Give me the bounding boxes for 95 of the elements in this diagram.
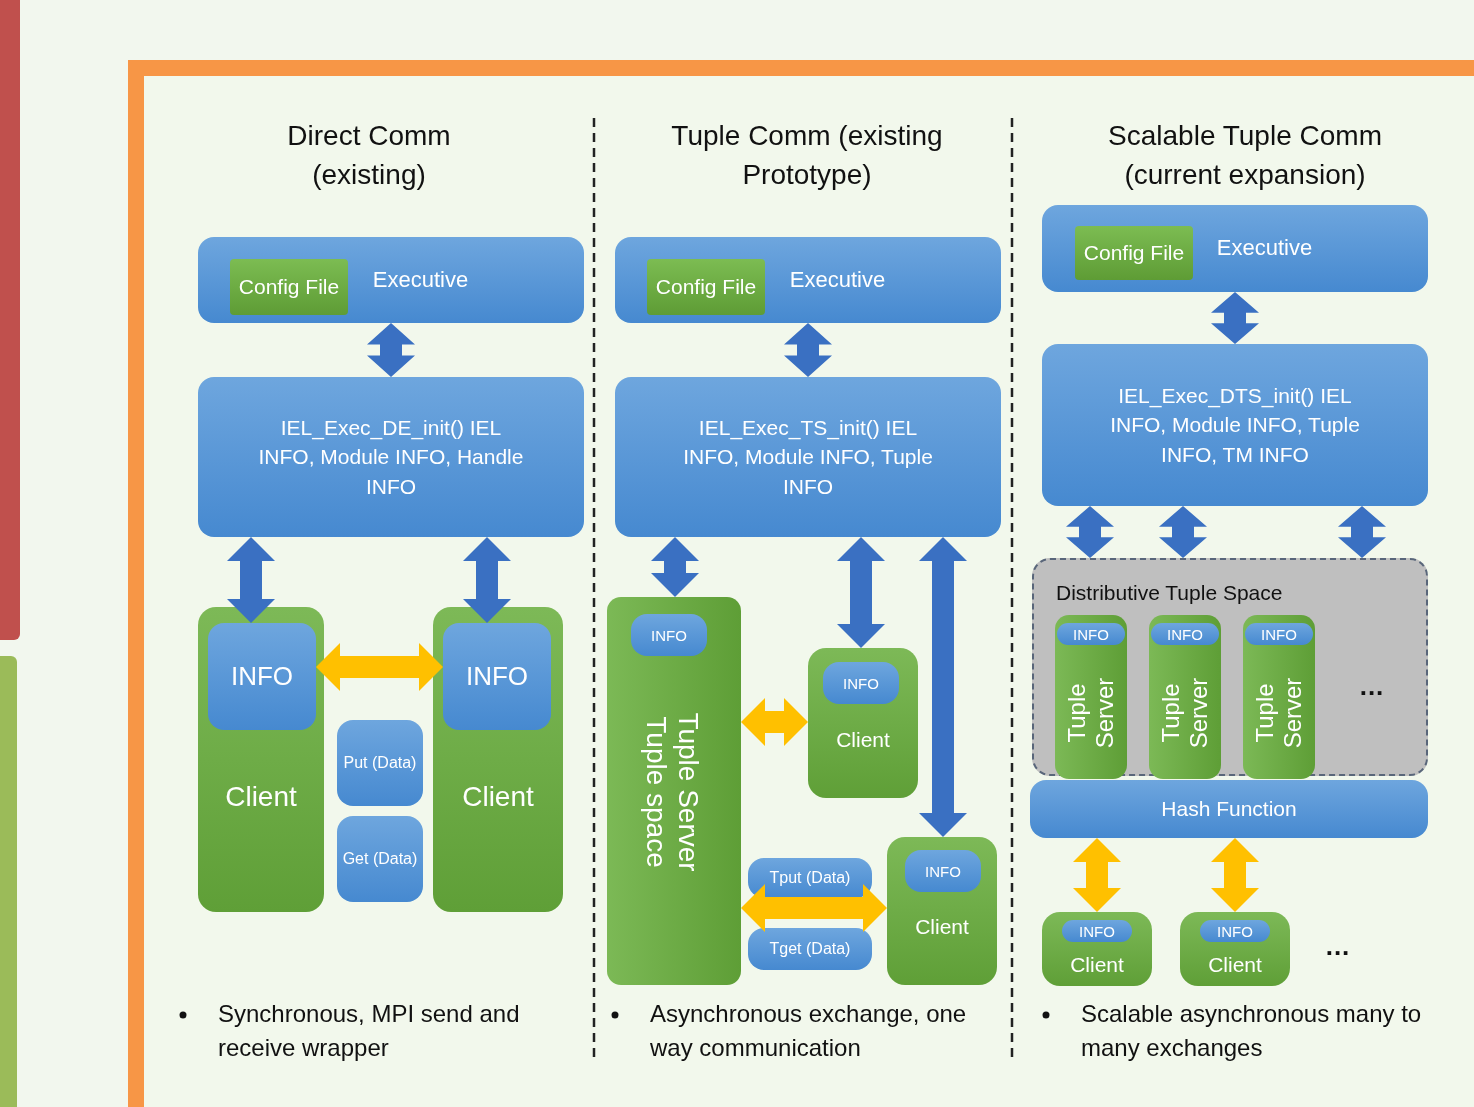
client-box (1180, 912, 1290, 986)
client-box (1042, 912, 1152, 986)
double-arrow (1211, 292, 1259, 344)
put-data-box (337, 720, 423, 806)
info-box (1062, 920, 1132, 942)
box-text: Client (462, 780, 534, 815)
config-file-box (1075, 226, 1193, 280)
executive-box (615, 237, 1001, 323)
get-data-box (337, 816, 423, 902)
double-arrow (784, 323, 832, 377)
box-text: Hash Function (1161, 796, 1297, 823)
info-box (1151, 623, 1219, 645)
init-box (198, 377, 584, 537)
box-text: Config File (1083, 240, 1185, 267)
tput-data-box (748, 858, 872, 898)
box-text: Put (Data) (343, 752, 417, 773)
info-box (823, 662, 899, 704)
double-arrow (1211, 838, 1259, 912)
client-box (887, 837, 997, 985)
box-text: Executive (372, 265, 469, 294)
box-text: INFO (465, 660, 529, 694)
info-box (1057, 623, 1125, 645)
column-heading: Scalable Tuple Comm (current expansion) (1107, 119, 1383, 193)
box-text: INFO (1167, 624, 1203, 645)
double-arrow (316, 643, 443, 691)
double-arrow (1159, 506, 1207, 558)
ellipsis-text: ... (1358, 670, 1386, 703)
box-text: IEL_Exec_TS_init() IEL INFO, Module INFO, Tuple INFO (682, 414, 934, 500)
double-arrow (837, 537, 885, 648)
box-text: Tput (Data) (769, 867, 851, 888)
client-box (808, 648, 918, 798)
tuple-server-box (1243, 615, 1315, 779)
info-box (1245, 623, 1313, 645)
tuple-server-box (1149, 615, 1221, 779)
box-text: Tuple Server (1251, 676, 1307, 751)
executive-box (1042, 205, 1428, 292)
ellipsis-text: ... (1324, 930, 1352, 963)
box-text: INFO (1073, 624, 1109, 645)
config-file-box (647, 259, 765, 315)
box-text: IEL_Exec_DE_init() IEL INFO, Module INFO, Handle INFO (258, 414, 524, 500)
double-arrow (367, 323, 415, 377)
double-arrow (1338, 506, 1386, 558)
tuple-space-region (1032, 558, 1428, 776)
box-text: Tuple Server (672, 712, 705, 872)
box-text: Client (1208, 952, 1262, 979)
double-arrow (651, 537, 699, 597)
box-text: INFO (1079, 921, 1115, 942)
init-box (1042, 344, 1428, 506)
box-text: Tuple space (640, 716, 672, 868)
box-text: Client (1070, 952, 1124, 979)
tuple-server-box (1055, 615, 1127, 779)
box-text: Client (836, 727, 890, 754)
executive-box (198, 237, 584, 323)
box-text: Distributive Tuple Space (1056, 580, 1283, 607)
box-text: Executive (1216, 234, 1313, 263)
box-text: Tget (Data) (769, 938, 851, 959)
double-arrow (227, 537, 275, 623)
bullet-text: Synchronous, MPI send and receive wrapper (218, 999, 521, 1063)
info-box (905, 850, 981, 892)
box-text: INFO (1217, 921, 1253, 942)
init-box (615, 377, 1001, 537)
box-text: INFO (1261, 624, 1297, 645)
bullet-text: Scalable asynchronous many to many exchanges (1081, 999, 1423, 1063)
client-box (198, 607, 324, 912)
double-arrow (1073, 838, 1121, 912)
box-text: IEL_Exec_DTS_init() IEL INFO, Module INFO, Tuple INFO, TM INFO (1109, 382, 1361, 468)
tget-data-box (748, 928, 872, 970)
client-box (433, 607, 563, 912)
info-box (1200, 920, 1270, 942)
column-heading: Tuple Comm (existing Prototype) (670, 119, 944, 193)
box-text: Client (915, 914, 969, 941)
box-text: Config File (655, 274, 757, 301)
box-text: Client (225, 780, 297, 815)
column-heading: Direct Comm (existing) (286, 119, 452, 193)
box-text: INFO (651, 625, 687, 646)
box-text: Get (Data) (342, 848, 418, 869)
double-arrow (1066, 506, 1114, 558)
info-box (208, 623, 316, 730)
box-text: Tuple Server (1063, 676, 1119, 751)
box-text: Config File (238, 274, 340, 301)
box-text: INFO (230, 660, 294, 694)
double-arrow (741, 698, 808, 746)
double-arrow (919, 537, 967, 837)
box-text: Executive (789, 265, 886, 294)
tuple-server-box (607, 597, 741, 985)
box-text: INFO (843, 673, 879, 694)
bullet-text: Asynchronous exchange, one way communication (650, 999, 968, 1063)
double-arrow (741, 884, 887, 932)
config-file-box (230, 259, 348, 315)
info-box (631, 614, 707, 656)
box-text: INFO (925, 861, 961, 882)
double-arrow (463, 537, 511, 623)
hash-function-box (1030, 780, 1428, 838)
info-box (443, 623, 551, 730)
box-text: Tuple Server (1157, 676, 1213, 751)
